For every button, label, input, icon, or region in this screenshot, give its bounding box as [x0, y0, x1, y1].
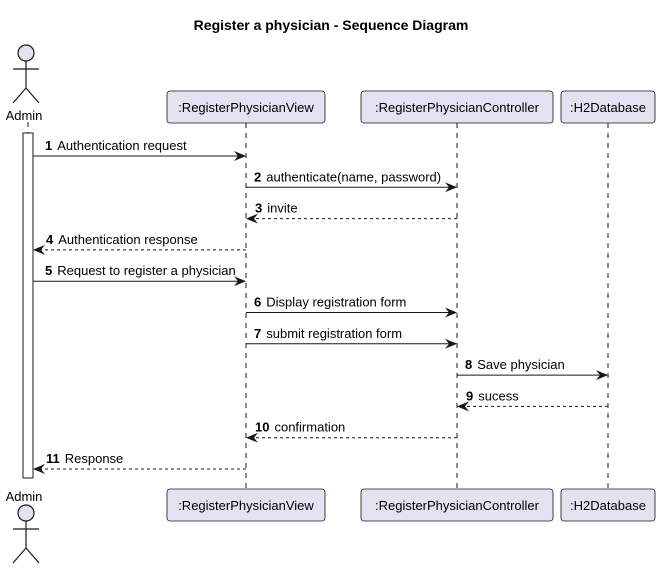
- message-7: 7 submit registration form: [246, 326, 457, 349]
- message-text: Save physician: [477, 357, 564, 372]
- message-text: sucess: [478, 388, 519, 403]
- actor-label: Admin: [6, 108, 43, 123]
- participant-controller-bottom: :RegisterPhysicianController: [360, 488, 554, 522]
- message-4: 4 Authentication response: [33, 232, 246, 255]
- participant-view-top: :RegisterPhysicianView: [166, 90, 326, 124]
- diagram-title: Register a physician - Sequence Diagram: [194, 17, 469, 33]
- actor-bottom: Admin: [6, 489, 43, 564]
- stick-figure-actor-icon: [12, 44, 40, 104]
- message-number: 6: [254, 295, 261, 310]
- activation-bars: [22, 132, 34, 479]
- participant-label: :RegisterPhysicianView: [178, 498, 314, 513]
- messages: 1 Authentication request 2 authenticate(nam…: [33, 138, 608, 474]
- message-3: 3 invite: [246, 201, 457, 224]
- message-text: invite: [267, 201, 297, 216]
- message-text: authenticate(name, password): [266, 169, 441, 184]
- actor-left-leg: [12, 547, 27, 564]
- participant-footers: :RegisterPhysicianView :RegisterPhysician…: [6, 488, 656, 564]
- message-text: Display registration form: [266, 295, 406, 310]
- message-text: Response: [65, 451, 124, 466]
- message-text: submit registration form: [266, 326, 402, 341]
- message-8: 8 Save physician: [457, 357, 608, 381]
- message-number: 8: [465, 357, 472, 372]
- message-10: 10 confirmation: [246, 420, 457, 443]
- actor-label: Admin: [6, 489, 43, 504]
- participant-label: :RegisterPhysicianController: [375, 498, 540, 513]
- message-number: 11: [46, 451, 60, 466]
- message-label: 8 Save physician: [465, 357, 565, 372]
- participant-box: [360, 90, 554, 124]
- actor-right-leg: [25, 547, 40, 564]
- participant-headers: :RegisterPhysicianView :RegisterPhysician…: [6, 44, 656, 124]
- participant-view-bottom: :RegisterPhysicianView: [166, 488, 326, 522]
- participant-box: [560, 488, 656, 522]
- message-9: 9 sucess: [457, 388, 608, 412]
- message-label: 10 confirmation: [255, 420, 345, 435]
- lifelines: [27, 122, 609, 489]
- message-label: 2 authenticate(name, password): [254, 169, 441, 184]
- participant-db-top: :H2Database: [560, 90, 656, 124]
- message-number: 2: [254, 169, 261, 184]
- message-number: 7: [254, 326, 261, 341]
- message-label: 5 Request to register a physician: [45, 263, 236, 278]
- actor-right-leg: [25, 87, 40, 104]
- message-text: confirmation: [274, 420, 345, 435]
- actor-head: [17, 504, 35, 522]
- message-2: 2 authenticate(name, password): [246, 169, 457, 193]
- participant-controller-top: :RegisterPhysicianController: [360, 90, 554, 124]
- message-number: 1: [45, 138, 52, 153]
- message-5: 5 Request to register a physician: [33, 263, 246, 287]
- participant-box: [360, 488, 554, 522]
- participant-label: :RegisterPhysicianView: [178, 100, 314, 115]
- message-number: 3: [255, 201, 262, 216]
- message-number: 9: [466, 388, 473, 403]
- stick-figure-actor-icon: [12, 504, 40, 564]
- message-label: 3 invite: [255, 201, 298, 216]
- message-label: 9 sucess: [466, 388, 519, 403]
- message-text: Authentication request: [57, 138, 187, 153]
- message-number: 4: [46, 232, 54, 247]
- actor-activation-bar: [22, 132, 34, 479]
- message-label: 6 Display registration form: [254, 295, 406, 310]
- participant-db-bottom: :H2Database: [560, 488, 656, 522]
- message-text: Request to register a physician: [57, 263, 235, 278]
- message-text: Authentication response: [58, 232, 197, 247]
- message-number: 5: [45, 263, 52, 278]
- message-label: 11 Response: [46, 451, 123, 466]
- actor-top: Admin: [6, 44, 43, 123]
- participant-box: [166, 90, 326, 124]
- message-number: 10: [255, 420, 269, 435]
- participant-box: [560, 90, 656, 124]
- participant-label: :H2Database: [570, 100, 646, 115]
- participant-label: :RegisterPhysicianController: [375, 100, 540, 115]
- message-1: 1 Authentication request: [33, 138, 246, 161]
- message-label: 1 Authentication request: [45, 138, 187, 153]
- participant-label: :H2Database: [570, 498, 646, 513]
- actor-head: [17, 44, 35, 62]
- message-label: 4 Authentication response: [46, 232, 198, 247]
- actor-left-leg: [12, 87, 27, 104]
- message-label: 7 submit registration form: [254, 326, 402, 341]
- participant-box: [166, 488, 326, 522]
- message-11: 11 Response: [33, 451, 246, 474]
- message-6: 6 Display registration form: [246, 295, 457, 318]
